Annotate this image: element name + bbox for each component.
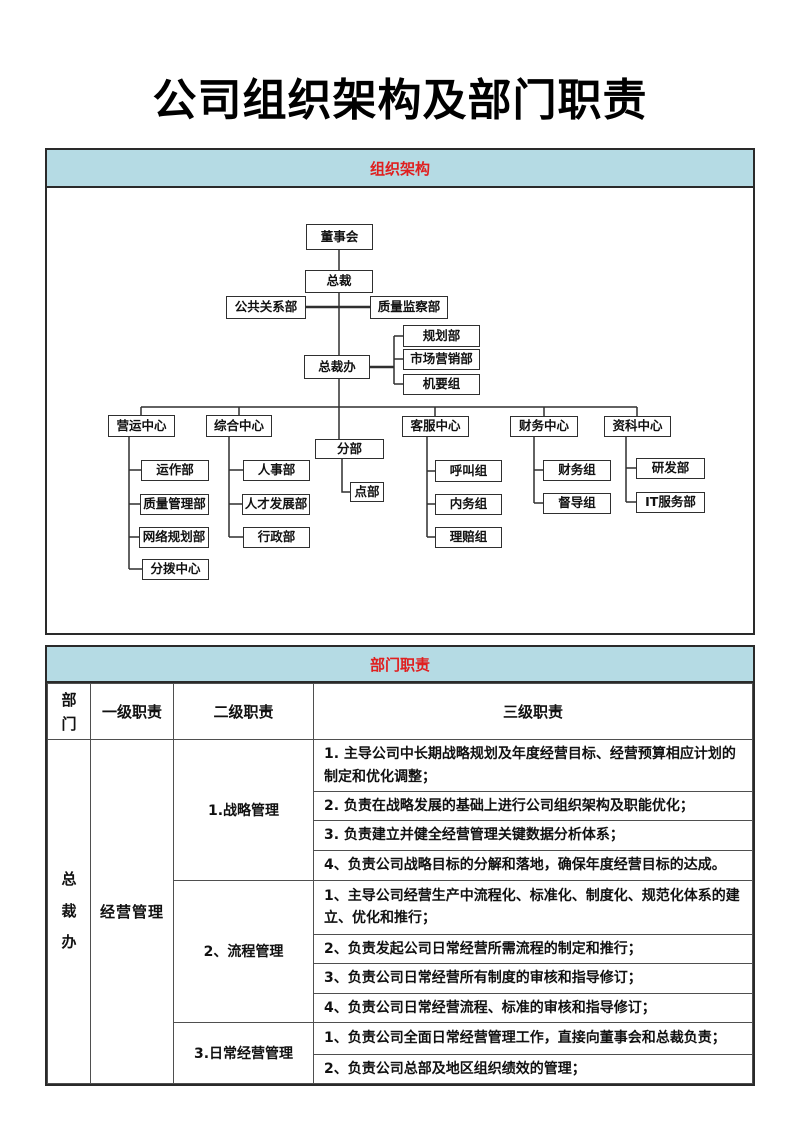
table-row: 2、负责公司总部及地区组织绩效的管理； [48, 1053, 753, 1085]
duty-item: 1. 主导公司中长期战略规划及年度经营目标、经营预算相应计划的制定和优化调整； [313, 739, 753, 792]
org-node-talent-dev-dept: 人才发展部 [242, 494, 310, 515]
org-chart-section-header: 组织架构 [47, 150, 753, 188]
org-chart-section: 组织架构 [45, 148, 755, 635]
level2-cell-strategy: 1.战略管理 [173, 739, 314, 881]
duty-item: 4、负责公司战略目标的分解和落地，确保年度经营目标的达成。 [313, 849, 753, 881]
org-node-network-planning-dept: 网络规划部 [139, 527, 209, 548]
table-row: 2、负责发起公司日常经营所需流程的制定和推行； [48, 933, 753, 965]
duties-header-row: 部门 一级职责 二级职责 三级职责 [47, 683, 753, 740]
org-node-admin-dept: 行政部 [243, 527, 310, 548]
org-node-hr-dept: 人事部 [243, 460, 310, 481]
duties-section-header: 部门职责 [47, 647, 753, 683]
duty-item: 1、负责公司全面日常经营管理工作，直接向董事会和总裁负责； [313, 1021, 753, 1055]
duty-item: 3. 负责建立并健全经营管理关键数据分析体系； [313, 820, 753, 851]
duty-item: 3、负责公司日常经营所有制度的审核和指导修订； [313, 963, 753, 994]
table-row: 2. 负责在战略发展的基础上进行公司组织架构及职能优化； [48, 790, 753, 822]
org-node-quality-supervision: 质量监察部 [370, 296, 448, 319]
org-node-finance-group: 财务组 [543, 460, 611, 481]
org-node-it-service-dept: IT服务部 [636, 492, 705, 513]
dept-cell: 总裁办 [47, 738, 91, 1085]
col-header-dept: 部门 [47, 683, 91, 740]
org-node-data-center: 资科中心 [604, 416, 671, 437]
org-node-finance-center: 财务中心 [510, 416, 578, 437]
org-node-quality-mgmt-dept: 质量管理部 [140, 494, 209, 515]
level2-cell-daily: 3.日常经营管理 [173, 1021, 314, 1085]
org-node-call-group: 呼叫组 [435, 460, 502, 482]
org-chart-area: 董事会 总裁 公共关系部 质量监察部 规划部 市场营销部 总裁办 机要组 营运中… [47, 188, 753, 633]
duties-section-title: 部门职责 [369, 655, 430, 674]
org-node-operations-center: 营运中心 [108, 415, 175, 437]
org-connectors [128, 250, 638, 570]
org-node-general-center: 综合中心 [206, 415, 272, 437]
col-header-level3: 三级职责 [313, 683, 753, 740]
duties-table: 部门 一级职责 二级职责 三级职责 总裁办 经营管理 1.战略管理 1. 主导公… [47, 683, 753, 1085]
duties-section: 部门职责 部门 一级职责 二级职责 三级职责 总裁办 经营管理 1.战略管理 1… [45, 645, 755, 1087]
col-header-level1: 一级职责 [90, 683, 174, 740]
duty-item: 1、主导公司经营生产中流程化、标准化、制度化、规范化体系的建立、优化和推行； [313, 879, 753, 935]
org-node-supervision-group: 督导组 [543, 493, 611, 514]
org-node-claims-group: 理赔组 [435, 527, 502, 548]
org-node-marketing: 市场营销部 [403, 349, 480, 370]
org-chart-section-title: 组织架构 [369, 159, 430, 178]
table-row: 4、负责公司日常经营流程、标准的审核和指导修订； [48, 992, 753, 1023]
level1-cell: 经营管理 [90, 738, 174, 1085]
table-row: 总裁办 经营管理 1.战略管理 1. 主导公司中长期战略规划及年度经营目标、经营… [47, 738, 753, 1085]
org-node-point-dept: 点部 [350, 482, 384, 502]
org-node-rd-dept: 研发部 [636, 458, 705, 479]
org-node-branch: 分部 [315, 439, 384, 459]
org-node-operation-dept: 运作部 [141, 460, 209, 481]
org-node-planning: 规划部 [403, 325, 480, 347]
col-header-level2: 二级职责 [173, 683, 314, 740]
org-node-service-center: 客服中心 [402, 416, 469, 437]
org-node-dispatch-center: 分拨中心 [142, 559, 209, 580]
duty-item: 4、负责公司日常经营流程、标准的审核和指导修订； [313, 992, 753, 1023]
duty-item: 2. 负责在战略发展的基础上进行公司组织架构及职能优化； [313, 790, 753, 822]
table-row: 3. 负责建立并健全经营管理关键数据分析体系； [48, 820, 753, 851]
table-row: 3、负责公司日常经营所有制度的审核和指导修订； [48, 963, 753, 994]
org-node-confidential: 机要组 [403, 374, 480, 395]
level2-cell-process: 2、流程管理 [173, 879, 314, 1023]
page-title: 公司组织架构及部门职责 [152, 75, 648, 126]
org-node-president-office: 总裁办 [304, 355, 370, 379]
table-row: 4、负责公司战略目标的分解和落地，确保年度经营目标的达成。 [48, 849, 753, 881]
duty-item: 2、负责公司总部及地区组织绩效的管理； [313, 1053, 753, 1085]
org-node-internal-group: 内务组 [435, 494, 502, 515]
org-node-public-relations: 公共关系部 [226, 296, 306, 319]
org-node-president: 总裁 [305, 270, 373, 293]
duty-item: 2、负责发起公司日常经营所需流程的制定和推行； [313, 933, 753, 965]
org-node-board: 董事会 [306, 224, 373, 250]
